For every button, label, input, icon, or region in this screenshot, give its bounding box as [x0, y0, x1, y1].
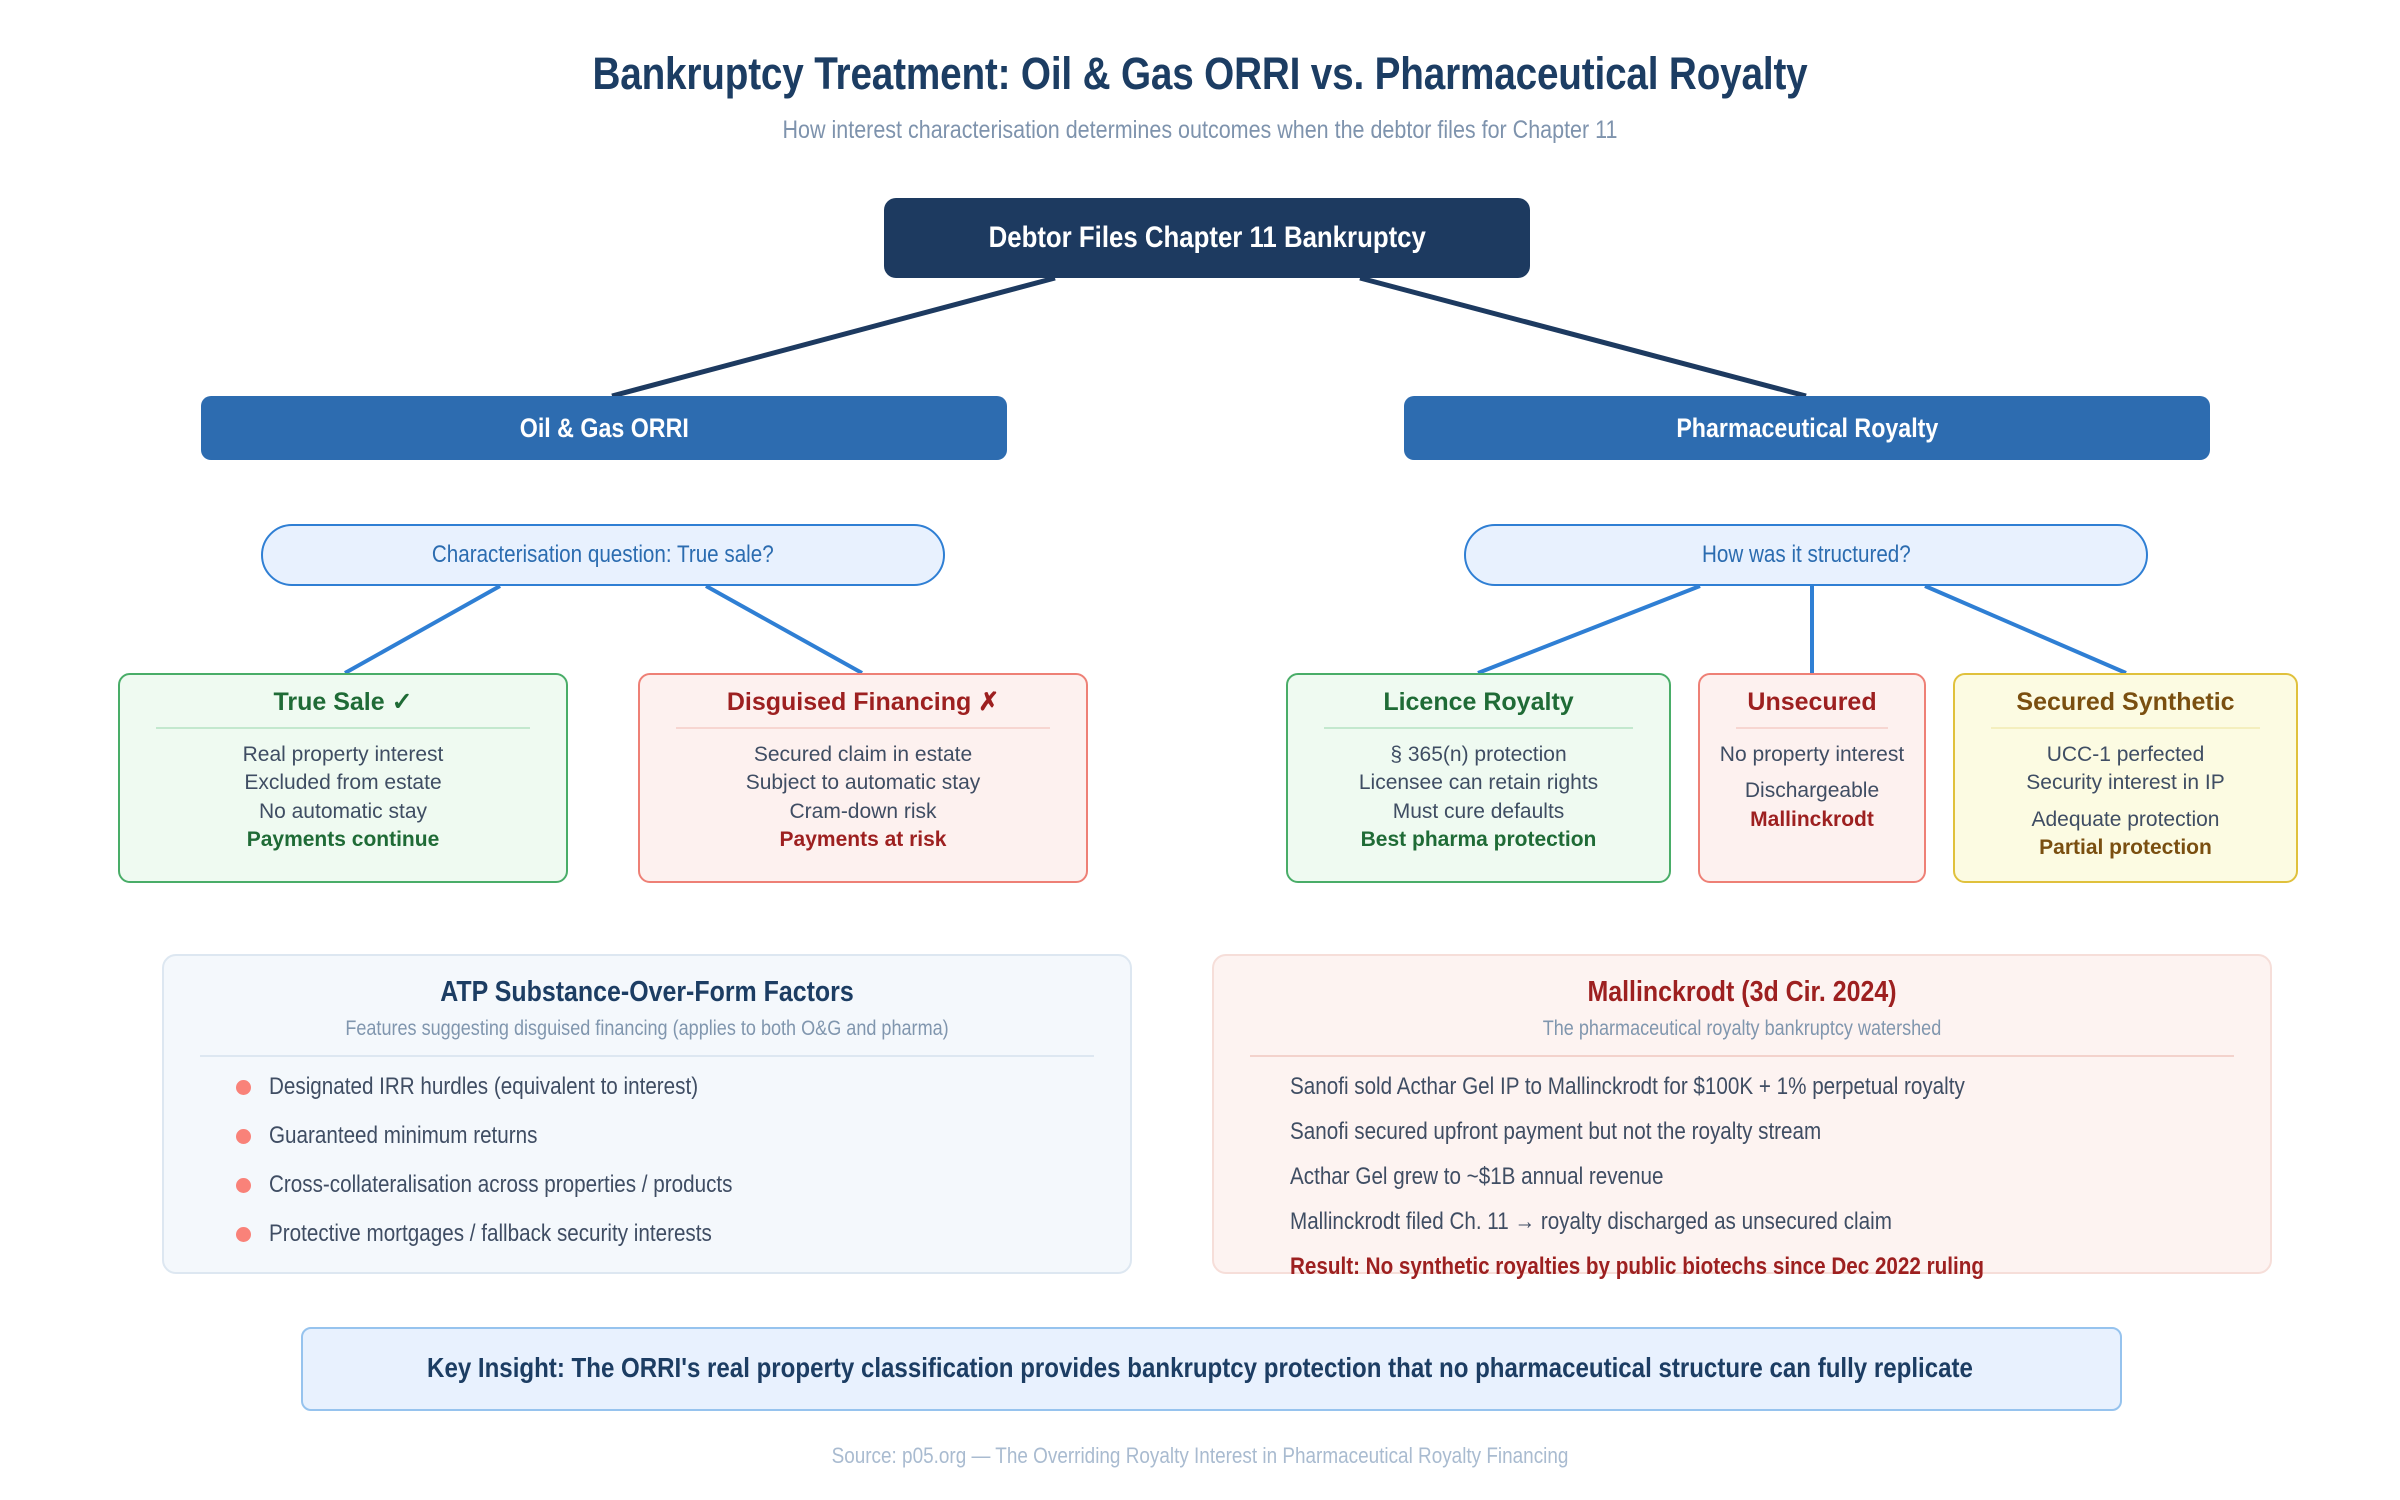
outcome-card-unsecured[interactable]: Unsecured No property interest Discharge…	[1698, 673, 1926, 883]
atp-panel-divider	[200, 1055, 1094, 1057]
mallinckrodt-panel-subtitle: The pharmaceutical royalty bankruptcy wa…	[1542, 1017, 1942, 1040]
atp-bullet-label: Designated IRR hurdles (equivalent to in…	[269, 1073, 699, 1100]
mallinckrodt-panel-title: Mallinckrodt (3d Cir. 2024)	[1587, 976, 1897, 1008]
card-title: True Sale ✓	[273, 688, 413, 716]
page-title: Bankruptcy Treatment: Oil & Gas ORRI vs.…	[592, 48, 1808, 99]
connector-pharma-licence	[1477, 584, 1701, 675]
card-divider	[156, 726, 530, 729]
card-title: Unsecured	[1747, 688, 1877, 716]
outcome-card-secured-synthetic[interactable]: Secured Synthetic UCC-1 perfected Securi…	[1953, 673, 2298, 883]
list-item: Protective mortgages / fallback security…	[236, 1220, 1096, 1248]
branch-header-pharma-label: Pharmaceutical Royalty	[1675, 412, 1938, 443]
mallinckrodt-panel-divider	[1250, 1055, 2234, 1057]
question-pill-pharma-label: How was it structured?	[1701, 541, 1911, 568]
card-line: No property interest	[1719, 742, 1905, 766]
list-item: Sanofi secured upfront payment but not t…	[1290, 1118, 1822, 1145]
bullet-dot-icon	[236, 1226, 251, 1242]
card-divider	[1736, 726, 1888, 729]
question-pill-oil-gas-label: Characterisation question: True sale?	[432, 541, 774, 568]
card-line: Cram-down risk	[789, 799, 937, 823]
list-item: Guaranteed minimum returns	[236, 1122, 1096, 1150]
card-line: § 365(n) protection	[1390, 742, 1567, 766]
card-line: Security interest in IP	[2026, 771, 2225, 795]
card-verdict: Best pharma protection	[1360, 828, 1597, 852]
page-subtitle: How interest characterisation determines…	[782, 116, 1618, 144]
card-line: Dischargeable	[1744, 779, 1880, 803]
root-node-label: Debtor Files Chapter 11 Bankruptcy	[988, 221, 1426, 254]
connector-og-disguised	[705, 584, 863, 675]
card-line: Excluded from estate	[244, 771, 442, 795]
card-verdict: Payments at risk	[779, 828, 947, 852]
list-item: Mallinckrodt filed Ch. 11 → royalty disc…	[1290, 1208, 1892, 1235]
atp-bullet-label: Protective mortgages / fallback security…	[269, 1220, 712, 1247]
card-line: Must cure defaults	[1392, 799, 1565, 823]
card-divider	[1991, 726, 2260, 729]
card-line: Secured claim in estate	[753, 742, 973, 766]
card-verdict: Partial protection	[2039, 836, 2212, 860]
mallinckrodt-case-panel: Mallinckrodt (3d Cir. 2024) The pharmace…	[1212, 954, 2272, 1280]
card-divider	[676, 726, 1050, 729]
outcome-card-disguised-financing[interactable]: Disguised Financing ✗ Secured claim in e…	[638, 673, 1088, 883]
connector-pharma-synthetic	[1924, 584, 2127, 675]
card-verdict: Mallinckrodt	[1750, 807, 1874, 831]
atp-panel-title: ATP Substance-Over-Form Factors	[440, 976, 854, 1008]
connector-root-to-oilgas	[611, 275, 1056, 399]
atp-bullet-label: Guaranteed minimum returns	[269, 1122, 538, 1149]
question-pill-pharma[interactable]: How was it structured?	[1464, 524, 2148, 586]
card-title: Secured Synthetic	[2016, 688, 2235, 716]
bullet-dot-icon	[236, 1128, 251, 1144]
card-title: Disguised Financing ✗	[726, 688, 1000, 716]
branch-header-pharma[interactable]: Pharmaceutical Royalty	[1404, 396, 2210, 460]
card-line: UCC-1 perfected	[2046, 742, 2205, 766]
connector-og-truesale	[344, 584, 501, 675]
atp-bullet-label: Cross-collateralisation across propertie…	[269, 1171, 733, 1198]
card-verdict: Payments continue	[246, 828, 440, 852]
key-insight-box	[301, 1327, 2122, 1411]
list-item: Designated IRR hurdles (equivalent to in…	[236, 1073, 1096, 1101]
atp-factors-panel: ATP Substance-Over-Form Factors Features…	[162, 954, 1132, 1274]
card-line: No automatic stay	[258, 799, 428, 823]
footer-source: Source: p05.org — The Overriding Royalty…	[831, 1443, 1569, 1468]
branch-header-oil-gas[interactable]: Oil & Gas ORRI	[201, 396, 1007, 460]
list-item: Acthar Gel grew to ~$1B annual revenue	[1290, 1163, 1664, 1190]
card-line: Adequate protection	[2031, 807, 2220, 831]
mallinckrodt-result: Result: No synthetic royalties by public…	[1290, 1253, 1984, 1280]
question-pill-oil-gas[interactable]: Characterisation question: True sale?	[261, 524, 945, 586]
root-node-bankruptcy-filing[interactable]: Debtor Files Chapter 11 Bankruptcy	[884, 198, 1530, 278]
connector-root-to-pharma	[1359, 275, 1807, 399]
key-insight-text: Key Insight: The ORRI's real property cl…	[427, 1352, 1973, 1383]
card-title: Licence Royalty	[1383, 688, 1574, 716]
bullet-dot-icon	[236, 1177, 251, 1193]
card-line: Licensee can retain rights	[1358, 771, 1599, 795]
card-line: Subject to automatic stay	[745, 771, 981, 795]
atp-panel-subtitle: Features suggesting disguised financing …	[345, 1017, 949, 1040]
outcome-card-true-sale[interactable]: True Sale ✓ Real property interest Exclu…	[118, 673, 568, 883]
list-item: Cross-collateralisation across propertie…	[236, 1171, 1096, 1199]
bullet-dot-icon	[236, 1079, 251, 1095]
list-item: Sanofi sold Acthar Gel IP to Mallinckrod…	[1290, 1073, 1965, 1100]
outcome-card-licence-royalty[interactable]: Licence Royalty § 365(n) protection Lice…	[1286, 673, 1671, 883]
card-line: Real property interest	[242, 742, 444, 766]
card-divider	[1324, 726, 1633, 729]
branch-header-oil-gas-label: Oil & Gas ORRI	[519, 412, 689, 443]
